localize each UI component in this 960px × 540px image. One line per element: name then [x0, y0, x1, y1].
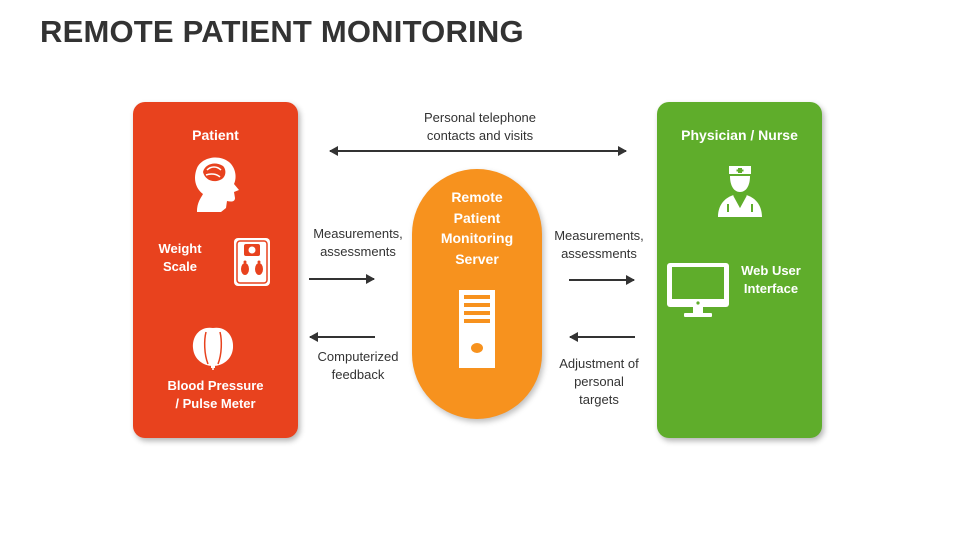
bp-label-line1: Blood Pressure [167, 378, 264, 393]
meas-left-line1: Measurements, [313, 226, 403, 241]
feedback-line1: Computerized [317, 349, 399, 364]
telephone-label-line2: contacts and visits [426, 128, 534, 143]
adjust-line2: personal [574, 374, 624, 389]
physician-panel: Physician / Nurse Web User Interface [657, 102, 822, 438]
feedback-label: Computerized feedback [300, 348, 416, 384]
server-tower-icon [459, 290, 495, 368]
nurse-icon [718, 166, 762, 217]
telephone-label-line1: Personal telephone [423, 110, 537, 125]
web-label-line2: Interface [743, 281, 799, 296]
telephone-label: Personal telephone contacts and visits [380, 109, 580, 145]
weight-scale-label: Weight Scale [151, 240, 209, 276]
web-interface-label: Web User Interface [735, 262, 807, 298]
server-title-line2: Patient [453, 209, 501, 226]
monitoring-server: Remote Patient Monitoring Server [412, 169, 542, 419]
adjust-line3: targets [579, 392, 619, 407]
physician-title: Physician / Nurse [681, 127, 798, 143]
patient-title: Patient [192, 127, 239, 143]
weight-scale-icon [234, 238, 270, 286]
patient-panel: Patient Weight Scale Blood Pressure / Pu… [133, 102, 298, 438]
meas-left-line2: assessments [320, 244, 396, 259]
web-label-line1: Web User [741, 263, 801, 278]
meas-right-line2: assessments [561, 246, 637, 261]
measurements-left-label: Measurements, assessments [300, 225, 416, 261]
monitor-icon [667, 263, 729, 317]
child-head-icon [195, 157, 239, 212]
server-title-line3: Monitoring [440, 230, 514, 246]
adjustment-label: Adjustment of personal targets [540, 355, 658, 409]
page-title: REMOTE PATIENT MONITORING [40, 14, 524, 49]
weight-label-line2: Scale [163, 259, 197, 274]
adjust-line1: Adjustment of [559, 356, 639, 371]
server-title-line1: Remote [451, 189, 503, 205]
feedback-line2: feedback [331, 367, 385, 382]
bp-label-line2: / Pulse Meter [175, 396, 256, 411]
blood-pressure-meter-icon [192, 327, 234, 370]
server-title: Remote Patient Monitoring Server [412, 187, 542, 269]
measurements-right-label: Measurements, assessments [540, 227, 658, 263]
server-title-line4: Server [455, 250, 499, 267]
meas-right-line1: Measurements, [554, 228, 644, 243]
blood-pressure-label: Blood Pressure / Pulse Meter [133, 377, 298, 413]
weight-label-line1: Weight [158, 241, 202, 256]
